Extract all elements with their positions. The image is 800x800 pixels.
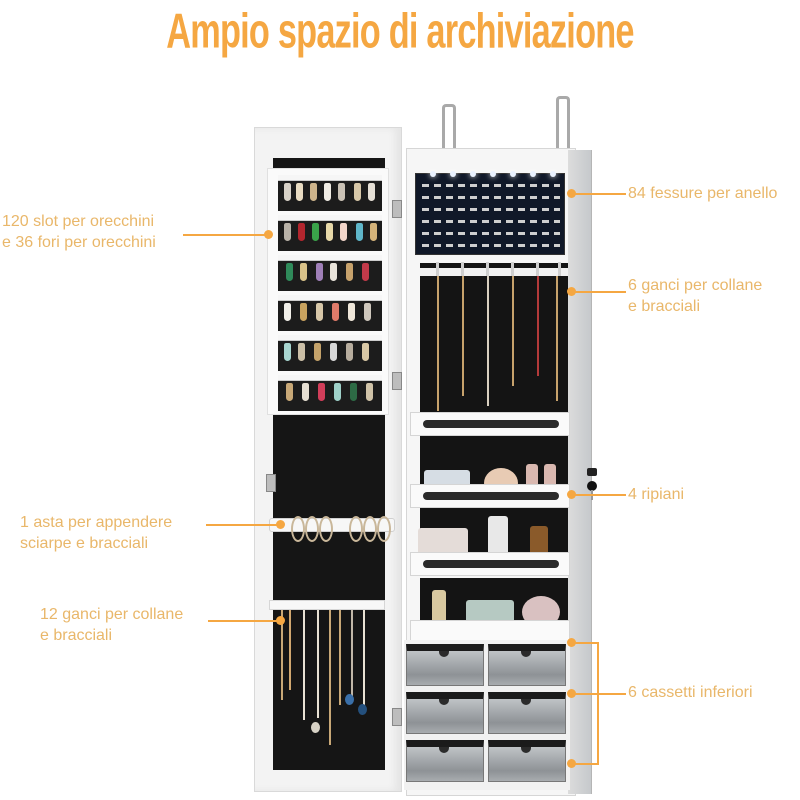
cabinet-hook-rail bbox=[420, 268, 568, 276]
necklace-area bbox=[420, 263, 568, 413]
hook bbox=[486, 262, 489, 276]
necklace bbox=[289, 610, 291, 690]
shelf bbox=[410, 552, 570, 576]
earring-bar bbox=[278, 375, 382, 411]
bracelet bbox=[377, 516, 391, 542]
door-hook-rail bbox=[269, 600, 385, 610]
led-light bbox=[470, 171, 476, 177]
door-hanger-right bbox=[556, 96, 570, 148]
callout-drawers: 6 cassetti inferiori bbox=[628, 684, 753, 701]
leader-line bbox=[571, 763, 598, 765]
led-light bbox=[430, 171, 436, 177]
earring-bar bbox=[278, 295, 382, 331]
leader-line bbox=[571, 642, 598, 644]
drawer-knob[interactable] bbox=[439, 747, 449, 753]
callout-ring-slots: 84 fessure per anello bbox=[628, 185, 778, 202]
necklace bbox=[363, 610, 365, 705]
door-hanger-left bbox=[442, 104, 456, 156]
cosmetic-item bbox=[432, 590, 446, 628]
leader-line bbox=[571, 291, 626, 293]
drawer[interactable] bbox=[406, 740, 484, 782]
pendant bbox=[358, 704, 367, 715]
led-light bbox=[510, 171, 516, 177]
callout-scarf-rod: 1 asta per appendere sciarpe e bracciali bbox=[20, 514, 173, 552]
earring-bar bbox=[278, 175, 382, 211]
callout-earrings: 120 slot per orecchini e 36 fori per ore… bbox=[2, 213, 156, 251]
shelf bbox=[410, 484, 570, 508]
hinge bbox=[392, 200, 402, 218]
drawer[interactable] bbox=[406, 644, 484, 686]
drawer-knob[interactable] bbox=[521, 651, 531, 657]
drawer[interactable] bbox=[488, 692, 566, 734]
necklace bbox=[281, 610, 283, 700]
leader-line bbox=[571, 193, 626, 195]
hinge bbox=[392, 372, 402, 390]
led-light bbox=[530, 171, 536, 177]
hook bbox=[436, 262, 439, 276]
led-light bbox=[550, 171, 556, 177]
hook bbox=[511, 262, 514, 276]
page-title: Ampio spazio di archiviazione bbox=[166, 4, 634, 59]
earring-bar bbox=[278, 335, 382, 371]
drawer[interactable] bbox=[406, 692, 484, 734]
bracelet bbox=[319, 516, 333, 542]
leader-dot bbox=[276, 520, 285, 529]
callout-door-hooks: 12 ganci per collane e bracciali bbox=[40, 606, 184, 644]
earring-bar bbox=[278, 255, 382, 291]
hook bbox=[536, 262, 539, 276]
drawer[interactable] bbox=[488, 740, 566, 782]
drawer-knob[interactable] bbox=[521, 699, 531, 705]
earring-panel bbox=[267, 168, 389, 415]
drawer-knob[interactable] bbox=[439, 699, 449, 705]
cabinet-door bbox=[254, 127, 402, 792]
pendant bbox=[311, 722, 320, 733]
ring-tray bbox=[415, 173, 565, 255]
hinge bbox=[392, 708, 402, 726]
led-light bbox=[450, 171, 456, 177]
hook bbox=[558, 262, 561, 276]
necklace bbox=[339, 610, 341, 705]
leader-line bbox=[206, 524, 280, 526]
bracelet bbox=[349, 516, 363, 542]
drawer-knob[interactable] bbox=[521, 747, 531, 753]
drawer[interactable] bbox=[488, 644, 566, 686]
leader-line bbox=[208, 620, 280, 622]
leader-dot bbox=[276, 616, 285, 625]
drawer-knob[interactable] bbox=[439, 651, 449, 657]
bracelet bbox=[363, 516, 377, 542]
pendant bbox=[345, 694, 354, 705]
callout-cabinet-hooks: 6 ganci per collane e bracciali bbox=[628, 277, 763, 315]
necklace bbox=[303, 610, 305, 720]
leader-line bbox=[183, 234, 268, 236]
bracelet bbox=[291, 516, 305, 542]
earring-bar bbox=[278, 215, 382, 251]
bracelet bbox=[305, 516, 319, 542]
necklace bbox=[329, 610, 331, 745]
necklace bbox=[317, 610, 319, 718]
bracket-line bbox=[597, 642, 599, 765]
hinge bbox=[266, 474, 276, 492]
hook bbox=[461, 262, 464, 276]
led-light bbox=[490, 171, 496, 177]
shelf bbox=[410, 412, 570, 436]
callout-shelves: 4 ripiani bbox=[628, 486, 685, 503]
necklace bbox=[351, 610, 353, 698]
leader-line bbox=[571, 494, 626, 496]
leader-dot bbox=[264, 230, 273, 239]
